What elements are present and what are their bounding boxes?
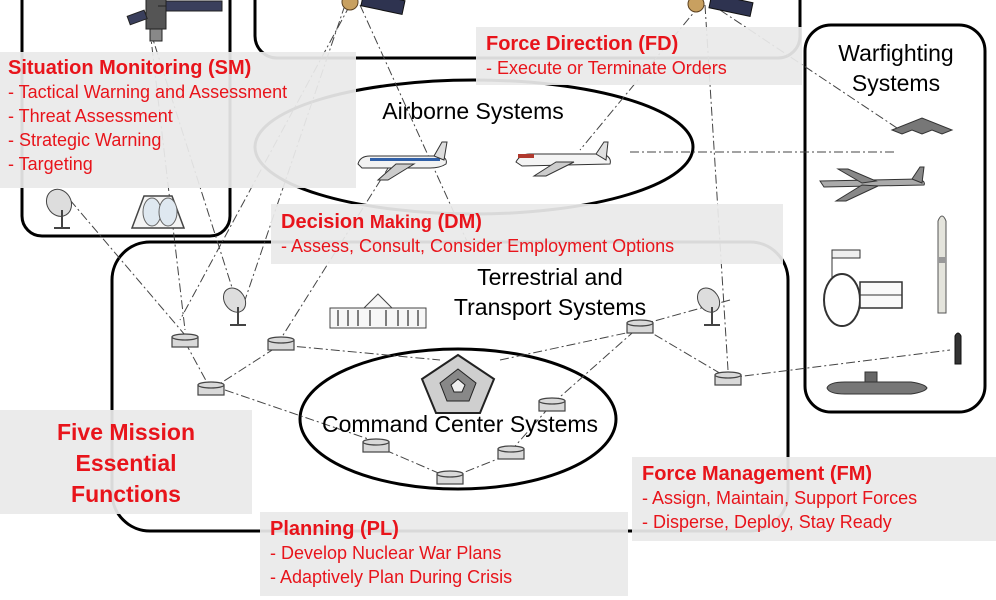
planning-panel: Planning (PL) - Develop Nuclear War Plan… [260,512,628,596]
warfighting-systems-box [803,23,987,414]
dm-title-tail: (DM) [431,211,482,233]
situation-monitoring-panel: Situation Monitoring (SM) - Tactical War… [0,52,356,188]
jet-airliner-icon [357,141,448,181]
radar-dish-icon [696,287,721,326]
five-functions-label: Five Mission Essential Functions [0,417,252,510]
warfighting-label-line1: Warfighting [838,40,954,66]
fm-item: - Assign, Maintain, Support Forces [642,488,918,508]
missile-icon [937,215,947,314]
fm-item: - Disperse, Deploy, Stay Ready [642,512,892,532]
sm-item: - Strategic Warning [8,130,162,150]
pl-item: - Develop Nuclear War Plans [270,543,502,563]
terrestrial-label-line2: Transport Systems [453,294,647,320]
five-functions-line2: Essential [75,450,177,476]
command-center-ellipse [298,347,618,491]
five-functions-line3: Functions [71,481,181,507]
stealth-bomber-icon [890,117,954,135]
radar-dish-icon [222,287,247,326]
satellite-icon [126,0,223,42]
dm-title-small: Making [369,212,432,232]
warfighting-label-line2: Systems [851,70,941,96]
radar-dish-icon [45,188,73,229]
missile-silo-icon [823,249,903,327]
radome-icon [130,195,186,229]
sm-item: - Targeting [8,154,93,174]
dm-title-main: Decision [281,211,370,233]
force-management-panel: Force Management (FM) - Assign, Maintain… [632,457,996,541]
missile-icon [954,332,962,365]
five-functions-panel [0,410,252,514]
dm-title: Decision Making (DM) [281,210,783,234]
submarine-icon [826,371,928,395]
bomber-icon [819,166,925,202]
sm-title: Situation Monitoring (SM) [8,57,252,79]
fd-item: - Execute or Terminate Orders [486,58,727,78]
pl-title: Planning (PL) [270,518,399,540]
network-node-icon [171,319,742,485]
terrestrial-label-line1: Terrestrial and [477,264,623,290]
jet-airliner-icon [515,141,611,177]
satellite-icon [341,0,406,16]
sm-item: - Threat Assessment [8,106,173,126]
airborne-systems-label: Airborne Systems [382,98,564,124]
fm-title: Force Management (FM) [642,463,873,485]
white-house-icon [329,293,427,329]
command-center-label: Command Center Systems [321,411,599,437]
fd-title: Force Direction (FD) [486,33,679,55]
pentagon-icon [420,353,496,414]
force-direction-panel: Force Direction (FD) - Execute or Termin… [476,27,802,85]
warfighting-systems-label: Warfighting Systems [815,38,977,98]
pl-item: - Adaptively Plan During Crisis [270,567,513,587]
sm-item: - Tactical Warning and Assessment [8,82,288,102]
five-functions-line1: Five Mission [56,419,196,445]
dm-item: - Assess, Consult, Consider Employment O… [281,236,675,256]
decision-making-panel: Decision Making (DM) - Assess, Consult, … [271,204,783,264]
satellite-icon [687,0,754,18]
terrestrial-systems-label: Terrestrial and Transport Systems [430,262,670,322]
